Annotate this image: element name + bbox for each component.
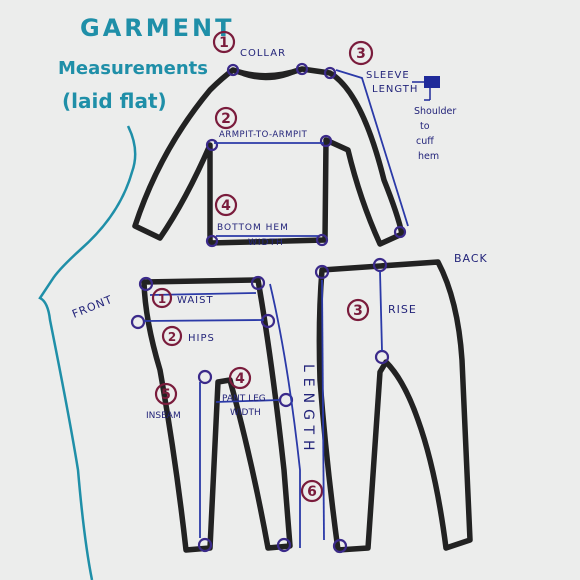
back-label: BACK <box>454 252 488 265</box>
waist-number: 1 <box>158 292 166 306</box>
front-pants-drawing: FRONT 1 WAIST 2 HIPS 5 INSEAM 4 PANT LEG… <box>70 275 324 553</box>
inseam-label: INSEAM <box>146 411 181 421</box>
collar-label: COLLAR <box>240 48 286 59</box>
hips-number: 2 <box>168 330 176 344</box>
pant-leg-line <box>215 399 281 403</box>
front-outer-hem-point <box>276 537 292 553</box>
armpit-left-point <box>205 138 219 152</box>
pant-leg-label-line1: PANT LEG <box>222 394 266 404</box>
front-inseam-hem-point <box>197 537 213 553</box>
length-label: LENGTH <box>300 364 316 457</box>
sweater-outline <box>132 66 405 247</box>
rise-line <box>379 270 383 352</box>
sleeve-label-line1: SLEEVE <box>366 70 410 81</box>
sleeve-note-line2: to <box>420 121 430 132</box>
hips-label: HIPS <box>188 333 215 344</box>
front-waist-right-point <box>250 275 266 291</box>
length-number: 6 <box>307 484 317 500</box>
collar-number: 1 <box>219 35 229 51</box>
armpit-label: ARMPIT-TO-ARMPIT <box>219 130 308 140</box>
sweater-drawing: 1 COLLAR 2 ARMPIT-TO-ARMPIT 3 SLEEVE LEN… <box>132 30 456 248</box>
sleeve-note-line3: cuff <box>416 136 434 147</box>
collar-left-point <box>226 63 240 77</box>
waist-label: WAIST <box>177 295 214 306</box>
title-line1: GARMENT <box>80 14 235 42</box>
hem-number-circle <box>214 193 238 217</box>
sleeve-length-icon <box>412 76 440 101</box>
sleeve-note-line1: Shoulder <box>414 106 456 117</box>
pant-leg-number: 4 <box>235 371 245 387</box>
title-block: GARMENT Measurements (laid flat) <box>58 14 235 113</box>
length-number-circle <box>300 479 324 503</box>
front-waist-left-point <box>138 276 154 292</box>
front-hip-right-point <box>260 313 276 329</box>
armpit-right-point <box>319 134 333 148</box>
sleeve-number: 3 <box>356 46 366 62</box>
hips-line <box>143 319 265 322</box>
waist-line <box>149 292 257 296</box>
rise-number: 3 <box>353 303 363 319</box>
back-side-line <box>321 279 325 541</box>
back-waist-left-point <box>314 264 330 280</box>
bracket-decoration <box>38 125 137 580</box>
pant-leg-label-line2: WIDTH <box>230 408 261 418</box>
hem-right-point <box>315 233 329 247</box>
hem-number: 4 <box>221 198 231 214</box>
sleeve-number-circle <box>348 40 374 66</box>
armpit-number-circle <box>214 106 238 130</box>
back-pants-outline <box>316 259 473 553</box>
title-line2: Measurements <box>58 58 208 79</box>
sleeve-label-line2: LENGTH <box>372 84 418 95</box>
armpit-number: 2 <box>221 111 231 127</box>
back-hem-point <box>332 538 348 554</box>
inseam-number-circle <box>154 382 178 406</box>
pant-leg-number-circle <box>228 366 252 390</box>
title-line3: (laid flat) <box>62 89 167 113</box>
rise-label: RISE <box>388 303 417 316</box>
waist-number-circle <box>151 287 173 309</box>
cuff-point <box>393 225 407 239</box>
hem-label-line1: BOTTOM HEM <box>217 223 289 233</box>
hem-left-point <box>205 234 219 248</box>
collar-number-circle <box>212 30 236 54</box>
front-label: FRONT <box>70 293 114 321</box>
collar-right-point <box>295 62 309 76</box>
front-pants-outline <box>141 277 293 553</box>
front-hip-left-point <box>130 314 146 330</box>
hem-label-line2: WIDTH <box>248 238 284 248</box>
sleeve-note-line4: hem <box>418 151 439 162</box>
hips-number-circle <box>161 325 183 347</box>
front-crotch-point <box>197 369 213 385</box>
back-crotch-point <box>374 349 390 365</box>
rise-number-circle <box>346 298 370 322</box>
back-pants-drawing: BACK 3 RISE <box>314 252 488 554</box>
inseam-number: 5 <box>161 387 171 403</box>
sleeve-line <box>335 69 409 227</box>
length-line <box>269 283 301 548</box>
shoulder-point <box>323 66 337 80</box>
